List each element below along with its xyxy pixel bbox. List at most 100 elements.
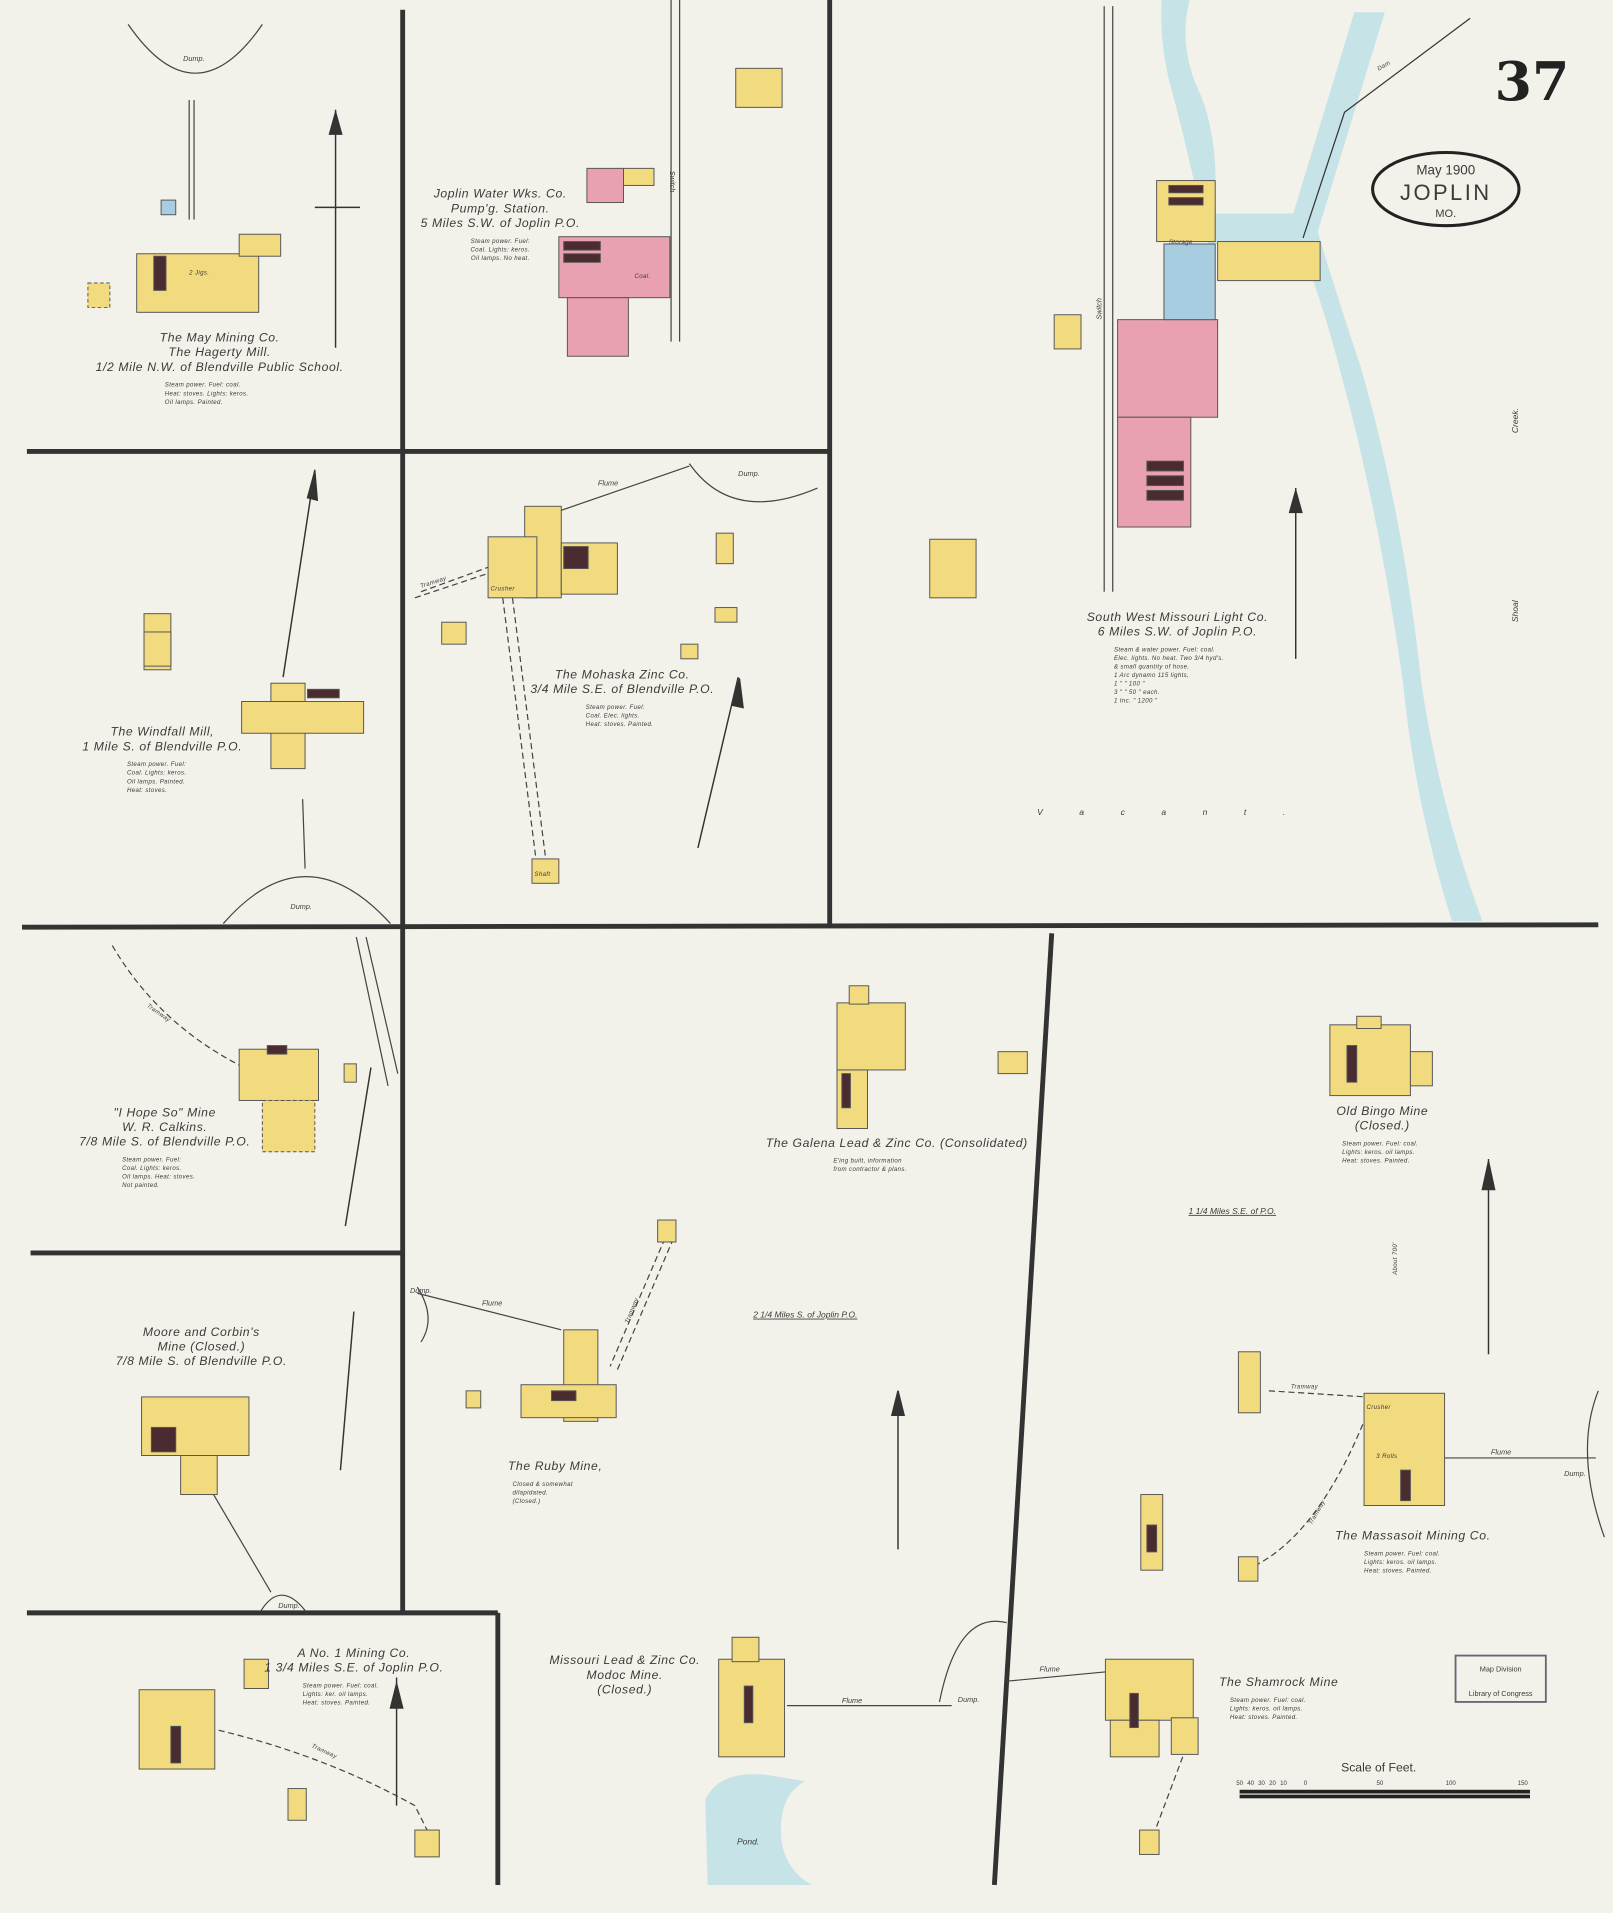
panel-note-line: Oil lamps. Heat: stoves. [122, 1174, 195, 1181]
panel-title-line: Modoc Mine. [586, 1668, 662, 1682]
cartouche-date: May 1900 [1416, 162, 1475, 177]
panel-note-line: Steam power. Fuel: coal. [1364, 1551, 1440, 1558]
panel-note-line: Steam power. Fuel: [122, 1156, 181, 1163]
panel-captions: The May Mining Co.The Hagerty Mill.1/2 M… [79, 187, 1490, 1721]
panel-note-line: Heat: stoves. Painted. [303, 1699, 371, 1706]
library-stamp: Map Division Library of Congress [1454, 1654, 1547, 1703]
panel-title-line: The Hagerty Mill. [168, 345, 270, 359]
scale-tick-label: 40 [1247, 1780, 1254, 1787]
panel-note-line: from contractor & plans. [833, 1166, 906, 1173]
panel-note-line: Lights: keros. oil lamps. [1342, 1149, 1415, 1156]
panel-note-line: Oil lamps. No heat. [471, 255, 530, 262]
cartouche-city: JOPLIN [1400, 180, 1492, 205]
panel-note-line: Heat: stoves. Painted. [1364, 1568, 1432, 1575]
panel-title-line: The Galena Lead & Zinc Co. (Consolidated… [766, 1136, 1028, 1150]
panel-note-line: Steam power. Fuel: [127, 761, 186, 768]
panel-title-line: Moore and Corbin's [143, 1325, 260, 1339]
north-arrows [282, 109, 1496, 1806]
panel-title-line: 6 Miles S.W. of Joplin P.O. [1098, 625, 1257, 639]
pond-label: Pond. [737, 1837, 759, 1847]
dump-label: Dump. [958, 1695, 980, 1704]
panel-title-line: Old Bingo Mine [1336, 1104, 1428, 1118]
panel-title-line: W. R. Calkins. [122, 1120, 207, 1134]
panel-note-line: Heat: stoves. [127, 787, 167, 794]
panel-note-line: Coal. Elec. lights. [586, 712, 640, 719]
panel-title-line: Pump'g. Station. [451, 201, 550, 215]
panel-note-line: 1 Inc. " 1200 " [1114, 698, 1158, 705]
panel-title-line: 1/2 Mile N.W. of Blendville Public Schoo… [96, 360, 344, 374]
about-label: About 700' [1392, 1242, 1399, 1276]
panel-note-line: Heat: stoves. Painted. [1342, 1158, 1410, 1165]
panel-note-line: Oil lamps. Painted. [165, 399, 223, 406]
flume-label: Flume [482, 1298, 502, 1307]
crusher-label: Crusher [491, 585, 516, 592]
panel-title-line: The Ruby Mine, [508, 1459, 603, 1473]
panel-note-line: Steam & water power. Fuel: coal. [1114, 646, 1215, 653]
panel-title-line: 3/4 Mile S.E. of Blendville P.O. [530, 682, 714, 696]
panel-title-line: (Closed.) [1355, 1119, 1410, 1133]
scale-title: Scale of Feet. [1341, 1760, 1416, 1774]
tramways [111, 566, 1368, 1837]
scale-tick-label: 20 [1269, 1780, 1276, 1787]
scale-tick-label: 100 [1446, 1780, 1457, 1787]
panel-note-line: Coal. Lights: keros. [122, 1165, 181, 1172]
dump-label: Dump. [290, 902, 312, 911]
panel-title-line: Missouri Lead & Zinc Co. [549, 1653, 700, 1667]
panel-title-line: The May Mining Co. [160, 331, 280, 345]
shaft-label: Shaft [534, 871, 550, 878]
panel-title-line: A No. 1 Mining Co. [296, 1646, 410, 1660]
flume-label: Flume [1491, 1447, 1511, 1456]
crusher-label: Crusher [1366, 1404, 1391, 1411]
panel-note-line: Steam power. Fuel: coal. [165, 382, 241, 389]
dump-label: Dump. [278, 1601, 300, 1610]
flume-label: Flume [598, 479, 618, 488]
panel-title-line: 5 Miles S.W. of Joplin P.O. [421, 216, 580, 230]
panel-dividers [22, 0, 1599, 1886]
shoal-label: Shoal [1510, 599, 1520, 622]
panel-note-line: 1 " " 100 " [1114, 681, 1145, 688]
vacant-label: V a c a n t . [1037, 807, 1302, 817]
shoal-creek [1161, 0, 1483, 922]
panel-title-line: (Closed.) [597, 1682, 652, 1696]
panel-title-line: The Shamrock Mine [1219, 1675, 1338, 1689]
panel-title-line: 7/8 Mile S. of Blendville P.O. [79, 1135, 250, 1149]
panel-title-line: "I Hope So" Mine [114, 1105, 216, 1119]
scale-tick-label: 30 [1258, 1780, 1265, 1787]
panel-title-line: The Mohaska Zinc Co. [555, 667, 690, 681]
panel-note-line: E'ing built, information [833, 1158, 902, 1165]
dump-label: Dump. [1564, 1469, 1586, 1478]
panel-note-line: Elec. lights. No heat. Two 3/4 hyd's. [1114, 655, 1224, 662]
panel-note-line: Steam power. Fuel: [471, 238, 530, 245]
cartouche: May 1900 JOPLIN MO. [1371, 150, 1521, 228]
buildings [87, 67, 1446, 1858]
panel-note-line: Lights: keros. oil lamps. [1230, 1705, 1303, 1712]
panel-title-line: The Windfall Mill, [110, 725, 214, 739]
panel-note-line: Heat: stoves. Painted. [586, 721, 654, 728]
panel-note-line: (Closed.) [512, 1498, 540, 1505]
flume-label: Flume [842, 1696, 862, 1705]
panel-title-line: 7/8 Mile S. of Blendville P.O. [116, 1354, 287, 1368]
storage-label: Storage [1169, 239, 1193, 246]
panel-note-line: Coal. Lights: keros. [471, 246, 530, 253]
creek-label: Creek. [1510, 408, 1520, 433]
panel-title-line: Joplin Water Wks. Co. [433, 187, 567, 201]
panel-note-line: 1 Arc dynamo 115 lights, [1114, 672, 1189, 679]
panel-title-line: The Massasoit Mining Co. [1335, 1529, 1491, 1543]
panel-note-line: Steam power. Fuel: coal. [1230, 1697, 1306, 1704]
panel-note-line: Coal. Lights: keros. [127, 770, 186, 777]
page-number: 37 [1495, 50, 1570, 113]
rolls-label: 3 Rolls [1376, 1453, 1397, 1460]
panel-title-line: South West Missouri Light Co. [1087, 610, 1268, 624]
scale-tick-label: 50 [1377, 1780, 1384, 1787]
switch-label: Switch [1095, 298, 1104, 320]
scale-tick-label: 150 [1518, 1780, 1529, 1787]
scale-tick-label: 10 [1280, 1780, 1287, 1787]
scale-tick-label: 50 [1236, 1780, 1243, 1787]
stamp-line-1: Map Division [1480, 1664, 1522, 1673]
panel-note-line: 3 " " 50 " each. [1114, 689, 1160, 696]
panel-note-line: Heat: stoves. Painted. [1230, 1714, 1298, 1721]
panel-note-line: Steam power. Fuel: [586, 704, 645, 711]
panel-note-line: Oil lamps. Painted. [127, 778, 185, 785]
rail-switches [127, 0, 1605, 1707]
